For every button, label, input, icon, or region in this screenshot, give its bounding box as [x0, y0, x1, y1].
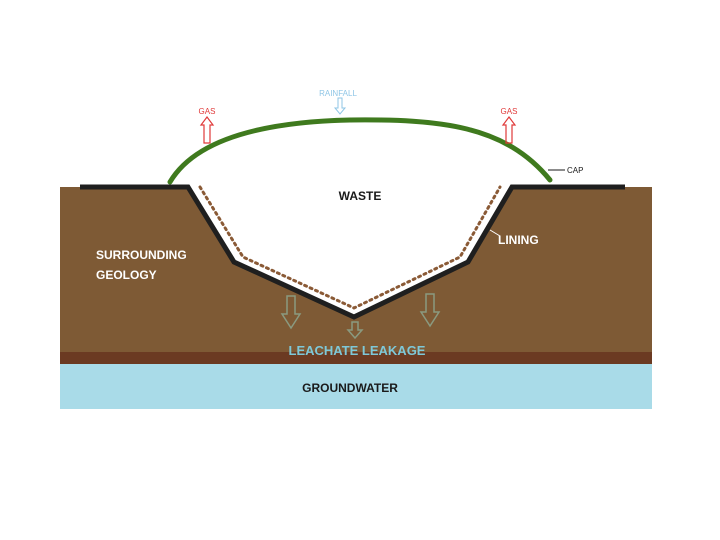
- rainfall-label: RAINFALL: [319, 89, 357, 98]
- surrounding-geology-label-line2: GEOLOGY: [96, 268, 157, 282]
- gas-arrow-right-icon: [503, 117, 515, 143]
- gas-label-left: GAS: [199, 107, 216, 116]
- groundwater-label: GROUNDWATER: [302, 381, 398, 395]
- cap-label: CAP: [567, 166, 583, 175]
- cap-line: [170, 120, 550, 182]
- lining-label: LINING: [498, 233, 539, 247]
- waste-label: WASTE: [339, 189, 382, 203]
- gas-arrow-left-icon: [201, 117, 213, 143]
- gas-label-right: GAS: [501, 107, 518, 116]
- leachate-leakage-label: LEACHATE LEAKAGE: [289, 343, 426, 358]
- rainfall-arrow-icon: [335, 98, 345, 114]
- surrounding-geology-label-line1: SURROUNDING: [96, 248, 187, 262]
